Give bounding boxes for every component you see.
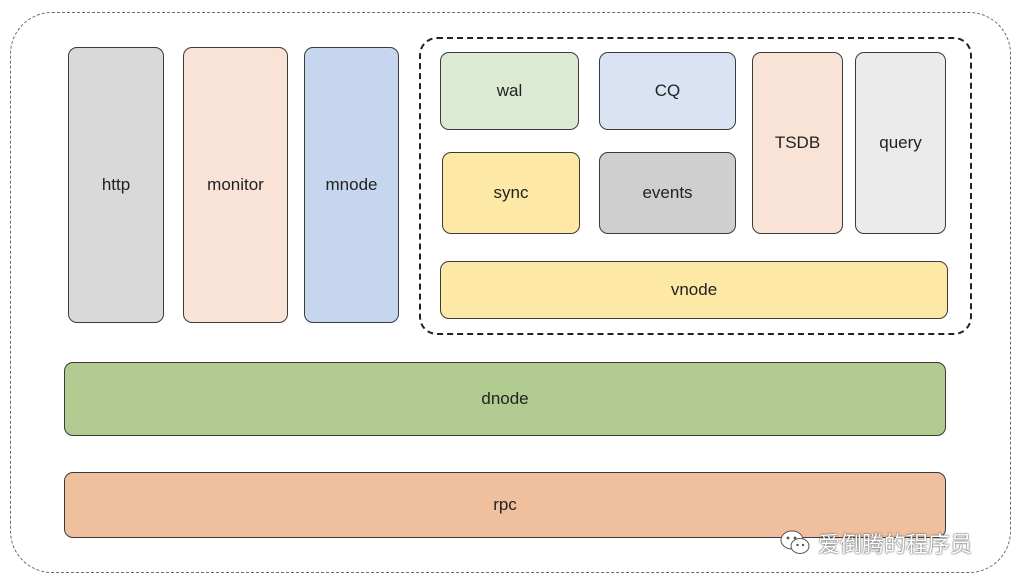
events-module: events (599, 152, 736, 234)
vnode-group-outline (419, 37, 972, 335)
wal-label: wal (496, 81, 523, 100)
monitor-module: monitor (183, 47, 288, 323)
wal-module: wal (440, 52, 579, 130)
dnode-label: dnode (481, 389, 529, 408)
watermark-text: 爱倒腾的程序员 (818, 533, 973, 558)
cq-module: CQ (599, 52, 736, 130)
rpc-label: rpc (493, 495, 517, 514)
mnode-label: mnode (325, 175, 378, 194)
http-module: http (68, 47, 164, 323)
sync-module: sync (442, 152, 580, 234)
dnode-module: dnode (64, 362, 946, 436)
vnode-label: vnode (670, 280, 718, 299)
tsdb-label: TSDB (774, 133, 821, 152)
rpc-module: rpc (64, 472, 946, 538)
wechat-icon (780, 530, 810, 554)
tsdb-module: TSDB (752, 52, 843, 234)
cq-label: CQ (654, 81, 681, 100)
http-label: http (101, 175, 131, 194)
events-label: events (642, 183, 693, 202)
mnode-module: mnode (304, 47, 399, 323)
sync-label: sync (493, 183, 529, 202)
vnode-module: vnode (440, 261, 948, 319)
dnode-container-outline (10, 12, 1011, 573)
watermark: 爱倒腾的程序员 (778, 526, 972, 560)
query-module: query (855, 52, 946, 234)
monitor-label: monitor (207, 175, 264, 194)
query-label: query (879, 133, 922, 152)
